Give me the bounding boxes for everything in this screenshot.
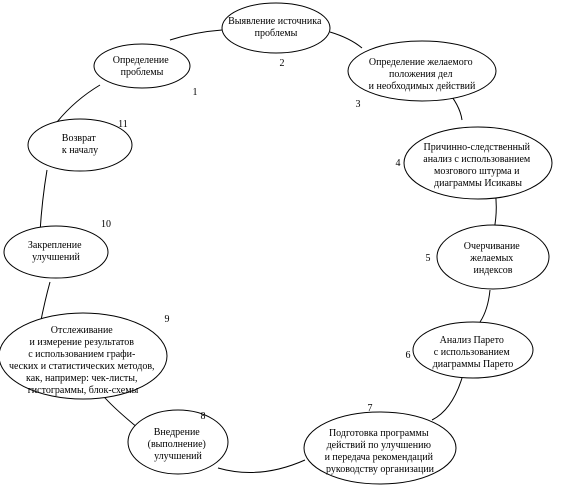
- node-find-source-shape: [221, 2, 331, 54]
- node-desired-state-line: Определение желаемого: [369, 57, 473, 68]
- node-find-source-line: Выявление источника: [228, 16, 322, 27]
- node-cause-effect-line: Причинно-следственный: [424, 142, 531, 153]
- node-cause-effect: Причинно-следственный анализ с использов…: [396, 126, 553, 200]
- node-return-number: 11: [118, 119, 128, 130]
- node-implement-line: улучшений: [154, 451, 202, 462]
- node-monitor-line: с использованием графи-: [28, 349, 135, 360]
- node-identify-problem-number: 1: [193, 87, 198, 98]
- node-desired-state-line: и необходимых действий: [369, 81, 476, 92]
- svg-text:Внедрение (выполнение): Внедрение (выполнение) улучшений: [148, 427, 209, 462]
- svg-text:Определение проблемы: Определение проблемы: [113, 55, 171, 78]
- node-monitor-line: Отслеживание: [51, 325, 114, 336]
- node-identify-problem-line: проблемы: [121, 67, 164, 78]
- node-desired-state-line: положения дел: [389, 69, 453, 80]
- node-consolidate: Закрепление улучшений 10: [3, 219, 111, 279]
- node-program: Подготовка программы действий по улучшен…: [303, 403, 457, 485]
- svg-text:Закрепление улучшений: Закрепление улучшений: [28, 240, 84, 263]
- node-indices-number: 5: [426, 253, 431, 264]
- node-cause-effect-line: мозгового штурма и: [434, 166, 520, 177]
- node-indices-line: индексов: [474, 265, 513, 276]
- svg-text:Подготовка программы дей: Подготовка программы действий по улучшен…: [325, 428, 436, 475]
- node-consolidate-line: Закрепление: [28, 240, 82, 251]
- node-return: Возврат к началу 11: [27, 118, 133, 172]
- node-implement-line: (выполнение): [148, 439, 206, 450]
- node-monitor-line: гистограммы, блок-схемы: [28, 385, 139, 396]
- node-indices: Очерчивание желаемых индексов 5: [426, 224, 550, 290]
- node-cause-effect-line: анализ с использованием: [423, 154, 531, 165]
- node-find-source-number: 2: [280, 58, 285, 69]
- node-cause-effect-shape: [403, 126, 553, 200]
- cycle-connector: [39, 29, 497, 473]
- node-monitor-line: как, например: чек-листы,: [26, 373, 137, 384]
- node-return-shape: [27, 118, 133, 172]
- node-pareto: Анализ Парето с использованием диаграммы…: [406, 321, 534, 379]
- node-pareto-number: 6: [406, 350, 411, 361]
- node-consolidate-line: улучшений: [32, 252, 80, 263]
- svg-text:Анализ Парето с использо: Анализ Парето с использованием диаграммы…: [433, 335, 514, 370]
- node-return-line: к началу: [62, 145, 98, 156]
- node-return-line: Возврат: [62, 133, 97, 144]
- node-cause-effect-line: диаграммы Исикавы: [434, 178, 522, 189]
- node-implement-number: 8: [201, 411, 206, 422]
- node-program-line: действий по улучшению: [327, 440, 432, 451]
- node-program-number: 7: [368, 403, 373, 414]
- node-identify-problem: Определение проблемы 1: [93, 43, 198, 98]
- node-desired-state-shape: [347, 40, 497, 102]
- node-desired-state-number: 3: [356, 99, 361, 110]
- svg-text:Определение желаемого по: Определение желаемого положения дел и не…: [369, 57, 476, 92]
- node-program-line: Подготовка программы: [329, 428, 429, 439]
- node-implement-line: Внедрение: [154, 427, 201, 438]
- node-indices-shape: [436, 224, 550, 290]
- node-monitor-line: ческих и статистических методов,: [9, 361, 155, 372]
- node-pareto-line: диаграммы Парето: [433, 359, 514, 370]
- node-find-source-line: проблемы: [255, 28, 298, 39]
- node-consolidate-number: 10: [101, 219, 111, 230]
- node-program-line: руководству организации: [326, 464, 435, 475]
- node-monitor: Отслеживание и измерение результатов с и…: [0, 312, 170, 400]
- svg-text:Очерчивание желаемых: Очерчивание желаемых индексов: [464, 241, 523, 276]
- node-program-line: и передача рекомендаций: [325, 452, 434, 463]
- node-indices-line: Очерчивание: [464, 241, 521, 252]
- node-find-source: Выявление источника проблемы 2: [221, 2, 331, 69]
- node-pareto-line: с использованием: [434, 347, 511, 358]
- svg-text:Отслеживание и измерение: Отслеживание и измерение результатов с и…: [9, 325, 157, 396]
- node-implement-shape: [127, 409, 229, 475]
- svg-text:Причинно-следственный ан: Причинно-следственный анализ с использов…: [423, 142, 533, 189]
- node-desired-state: Определение желаемого положения дел и не…: [347, 40, 497, 110]
- node-consolidate-shape: [3, 225, 109, 279]
- node-identify-problem-line: Определение: [113, 55, 170, 66]
- svg-text:Возврат к началу: Возврат к началу: [62, 133, 98, 156]
- svg-text:Выявление источника проб: Выявление источника проблемы: [228, 16, 324, 39]
- node-identify-problem-shape: [93, 43, 191, 89]
- node-monitor-shape: [0, 312, 168, 400]
- node-monitor-line: и измерение результатов: [29, 337, 134, 348]
- node-implement: Внедрение (выполнение) улучшений 8: [127, 409, 229, 475]
- node-program-shape: [303, 411, 457, 485]
- node-monitor-number: 9: [165, 314, 170, 325]
- node-indices-line: желаемых: [469, 253, 513, 264]
- node-pareto-shape: [412, 321, 534, 379]
- node-cause-effect-number: 4: [396, 158, 401, 169]
- node-pareto-line: Анализ Парето: [440, 335, 504, 346]
